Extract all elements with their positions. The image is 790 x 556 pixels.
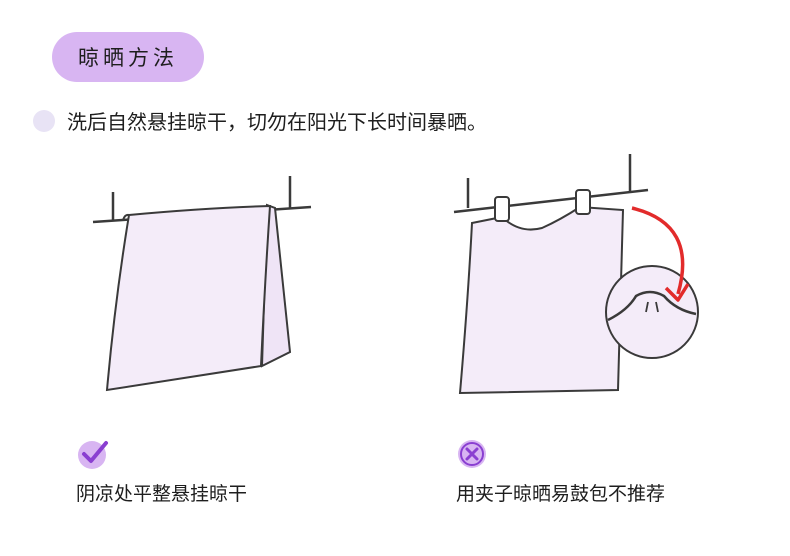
recommended-text: 阴凉处平整悬挂晾干 (76, 483, 248, 505)
cross-icon (458, 440, 486, 468)
clipped-towel-illustration (453, 154, 699, 395)
tip-text: 洗后自然悬挂晾干，切勿在阳光下长时间暴晒。 (67, 110, 487, 134)
tip-row: 洗后自然悬挂晾干，切勿在阳光下长时间暴晒。 (33, 106, 487, 135)
not-recommended-caption: 用夹子晾晒易鼓包不推荐 (456, 437, 665, 506)
section-title-pill: 晾晒方法 (52, 32, 204, 82)
bullet-dot (33, 109, 55, 132)
towel-on-bar-illustration (92, 176, 312, 392)
check-icon (78, 441, 108, 469)
recommended-caption: 阴凉处平整悬挂晾干 (76, 437, 247, 506)
not-recommended-text: 用夹子晾晒易鼓包不推荐 (456, 483, 666, 505)
section-title: 晾晒方法 (78, 46, 178, 70)
